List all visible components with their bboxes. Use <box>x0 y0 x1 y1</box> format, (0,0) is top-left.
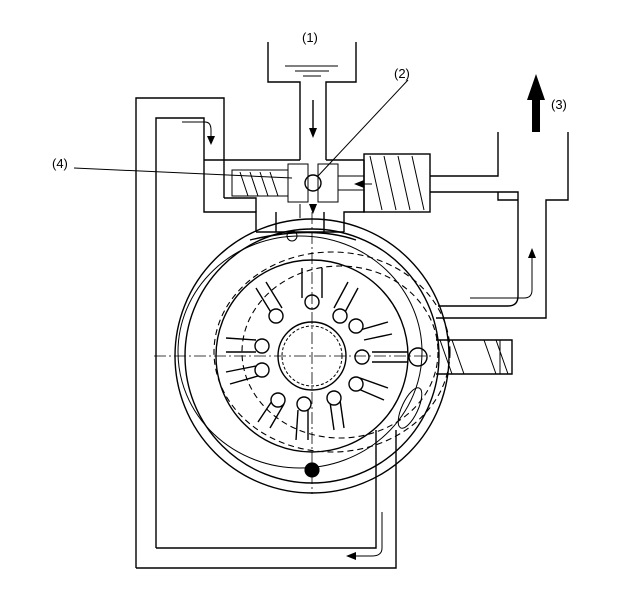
valve-spring-housing <box>338 153 431 213</box>
return-line <box>135 97 397 569</box>
rotor <box>215 259 409 453</box>
outlet-line <box>430 74 569 319</box>
label-control-valve: (4) <box>52 156 68 171</box>
control-valve-body <box>203 159 365 232</box>
cam-ring <box>213 251 451 453</box>
label-check-ball: (2) <box>394 66 410 81</box>
pressure-spring <box>397 339 513 429</box>
inlet-flow-arrow <box>309 100 317 138</box>
leader-lines <box>73 79 409 179</box>
label-reservoir: (1) <box>302 30 318 45</box>
label-outlet: (3) <box>551 97 567 112</box>
outlet-arrow-icon <box>527 74 545 132</box>
reservoir-tank <box>267 42 357 160</box>
center-lines <box>154 212 434 494</box>
